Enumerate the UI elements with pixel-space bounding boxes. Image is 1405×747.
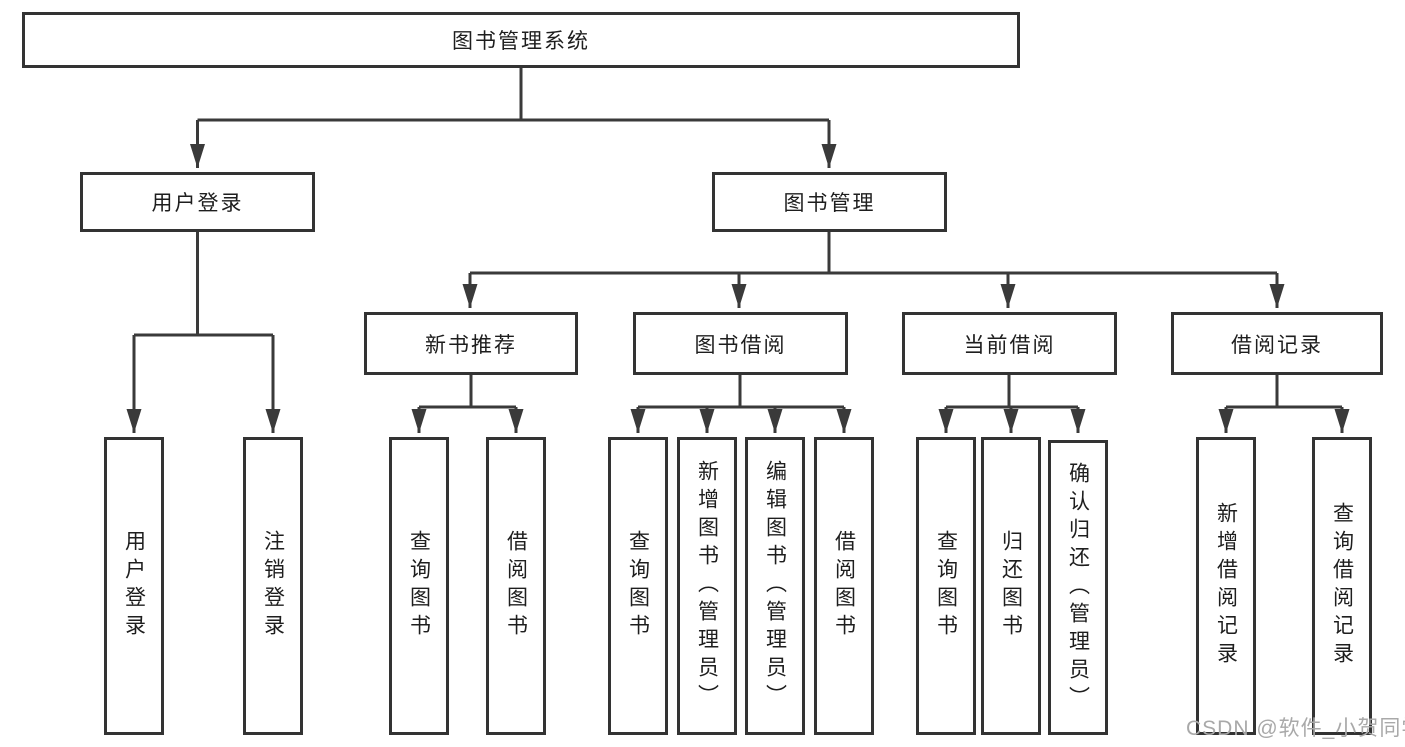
- node-root: 图书管理系统: [22, 12, 1020, 68]
- edges-borrow-records: [1218, 375, 1350, 433]
- leaf-user-login-label: 用户登录: [122, 530, 146, 642]
- leaf-rec-query-books: 查询图书: [389, 437, 449, 735]
- leaf-bb-borrow-books: 借阅图书: [814, 437, 874, 735]
- edges-current-borrow: [938, 375, 1086, 433]
- leaf-br-add-record-label: 新增借阅记录: [1214, 502, 1238, 670]
- edges-new-book-rec: [411, 375, 524, 433]
- node-borrowing-records: 借阅记录: [1171, 312, 1383, 375]
- leaf-bb-edit-books-admin-label: 编辑图书（管理员）: [763, 460, 787, 712]
- node-book-management: 图书管理: [712, 172, 947, 232]
- node-new-book-recommendation: 新书推荐: [364, 312, 578, 375]
- node-user-login-label: 用户登录: [151, 192, 244, 215]
- leaf-bb-query-books-label: 查询图书: [626, 530, 650, 642]
- node-book-borrowing-label: 图书借阅: [694, 333, 787, 357]
- leaf-br-query-record-label: 查询借阅记录: [1330, 502, 1354, 670]
- edges-root: [190, 68, 837, 168]
- leaf-rec-query-books-label: 查询图书: [407, 530, 431, 642]
- leaf-user-login: 用户登录: [104, 437, 164, 735]
- node-book-borrowing: 图书借阅: [633, 312, 848, 375]
- leaf-cb-query-books: 查询图书: [916, 437, 976, 735]
- node-root-label: 图书管理系统: [452, 30, 590, 53]
- node-current-borrowing-label: 当前借阅: [963, 333, 1056, 357]
- leaf-rec-borrow-books-label: 借阅图书: [504, 530, 528, 642]
- leaf-cb-confirm-return-admin: 确认归还（管理员）: [1048, 440, 1108, 735]
- edges-book-borrow: [630, 375, 852, 433]
- node-book-management-label: 图书管理: [783, 192, 876, 215]
- node-borrowing-records-label: 借阅记录: [1231, 333, 1323, 357]
- leaf-rec-borrow-books: 借阅图书: [486, 437, 546, 735]
- leaf-bb-add-books-admin: 新增图书（管理员）: [677, 437, 737, 735]
- leaf-bb-edit-books-admin: 编辑图书（管理员）: [745, 437, 805, 735]
- leaf-cb-return-books: 归还图书: [981, 437, 1041, 735]
- leaf-bb-borrow-books-label: 借阅图书: [832, 530, 856, 642]
- node-user-login: 用户登录: [80, 172, 315, 232]
- leaf-cb-query-books-label: 查询图书: [934, 530, 958, 642]
- csdn-watermark: CSDN @软件_小贺同学: [1186, 717, 1405, 740]
- leaf-cb-return-books-label: 归还图书: [999, 530, 1023, 642]
- edges-user-login: [126, 232, 281, 433]
- leaf-logout-label: 注销登录: [261, 530, 285, 642]
- leaf-bb-add-books-admin-label: 新增图书（管理员）: [695, 460, 719, 712]
- leaf-bb-query-books: 查询图书: [608, 437, 668, 735]
- leaf-br-query-record: 查询借阅记录: [1312, 437, 1372, 735]
- node-current-borrowing: 当前借阅: [902, 312, 1117, 375]
- edges-book-management: [462, 232, 1285, 308]
- leaf-logout: 注销登录: [243, 437, 303, 735]
- leaf-cb-confirm-return-admin-label: 确认归还（管理员）: [1066, 461, 1090, 714]
- leaf-br-add-record: 新增借阅记录: [1196, 437, 1256, 735]
- node-new-book-recommendation-label: 新书推荐: [425, 333, 517, 357]
